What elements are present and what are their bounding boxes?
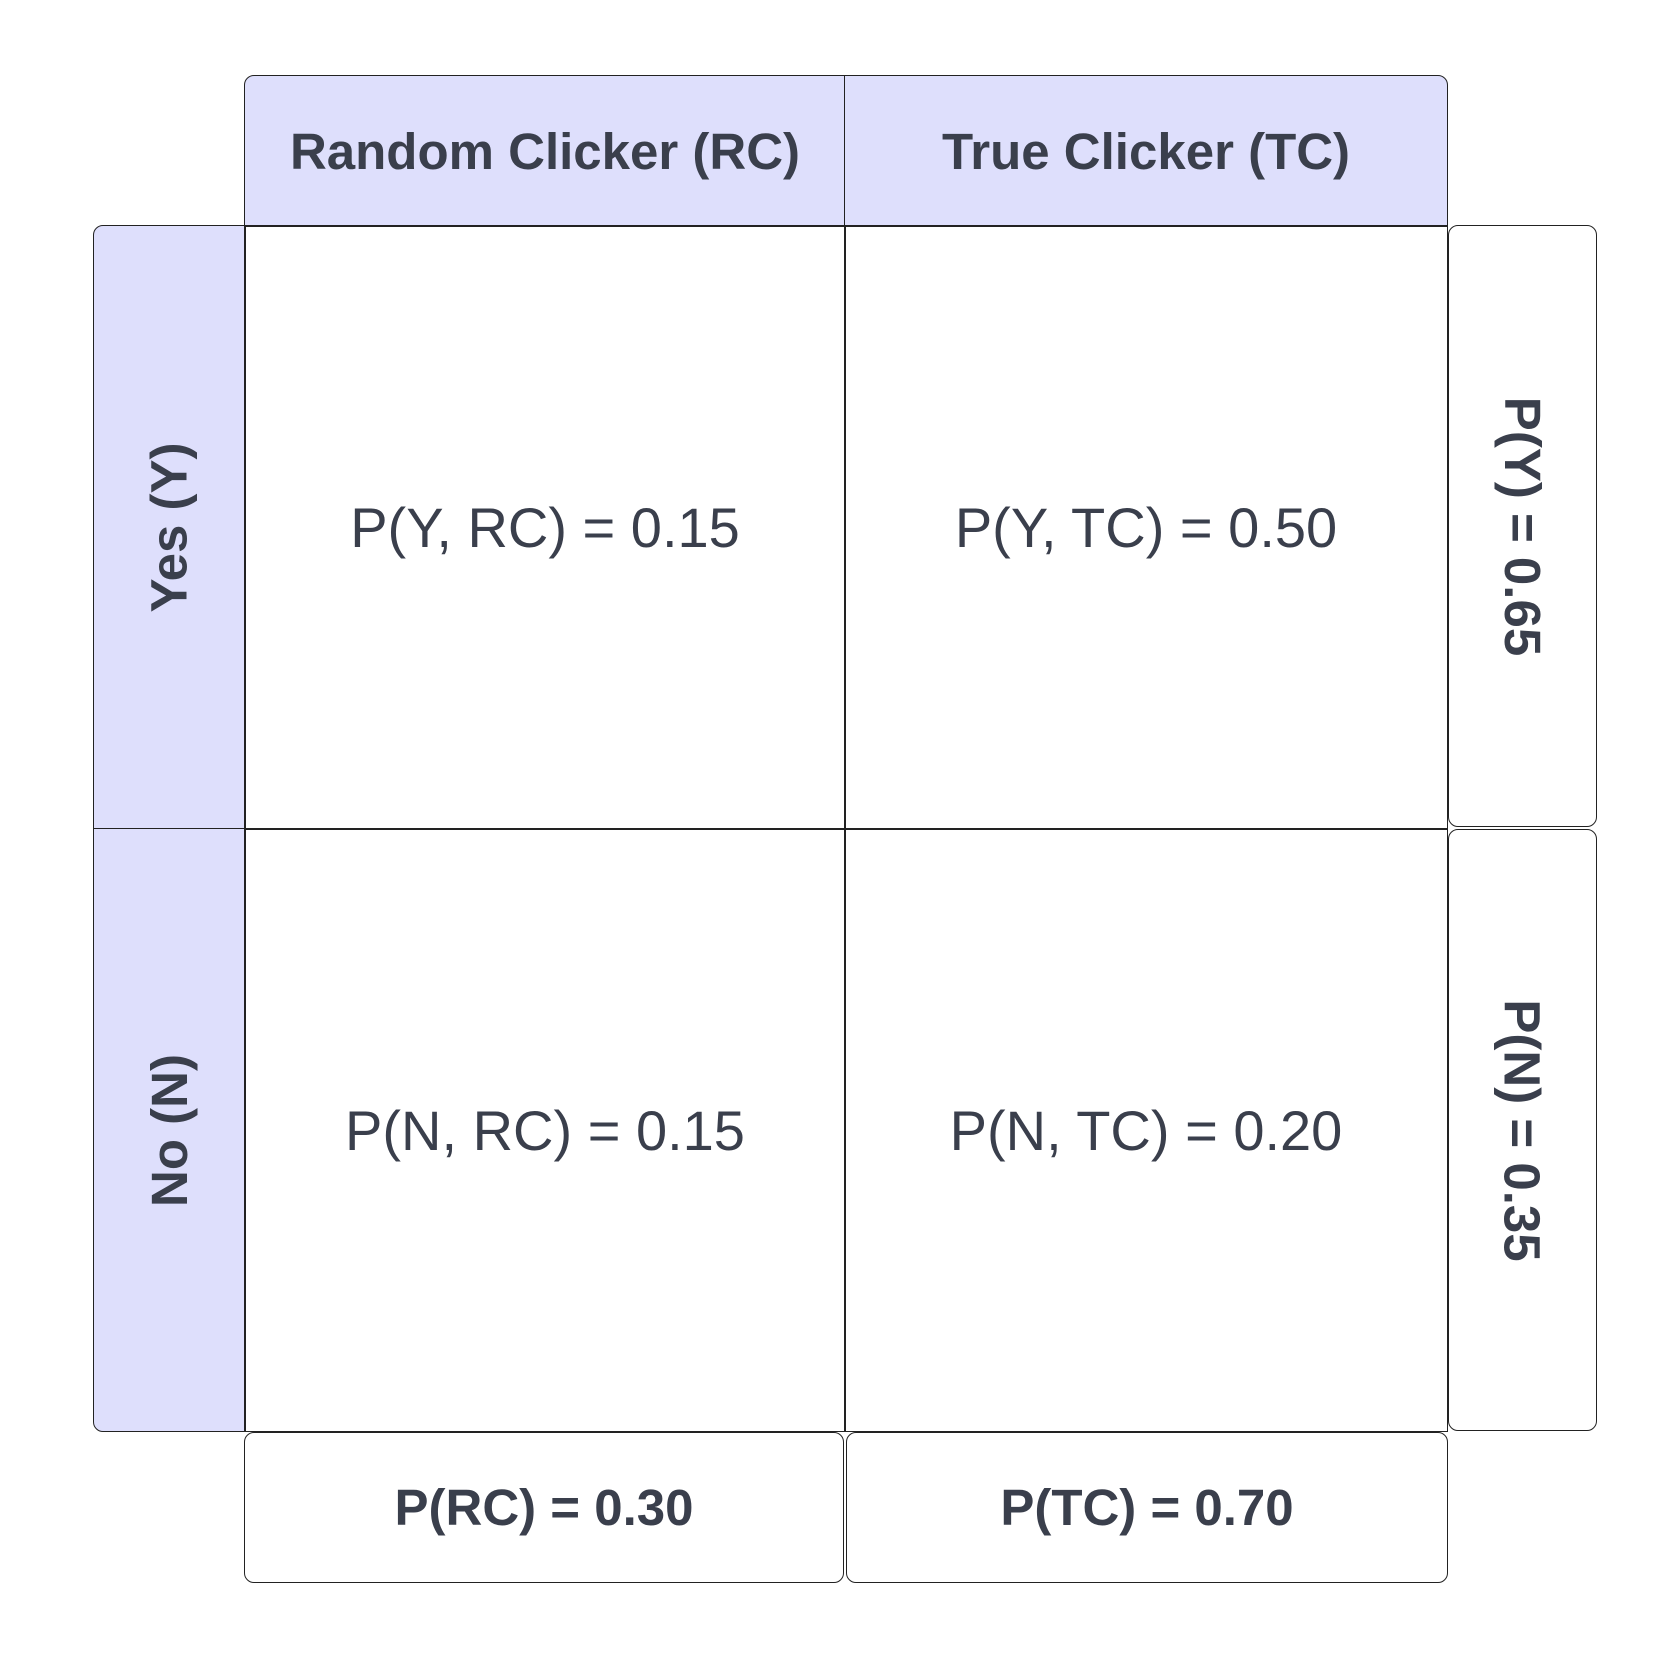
cell-value: P(N, TC) = 0.20	[949, 1098, 1343, 1162]
column-header-true-clicker: True Clicker (TC)	[844, 75, 1448, 227]
cell-yes-random-clicker: P(Y, RC) = 0.15	[244, 225, 846, 830]
cell-yes-true-clicker: P(Y, TC) = 0.50	[844, 225, 1448, 830]
column-header-label: Random Clicker (RC)	[289, 122, 801, 180]
row-header-yes: Yes (Y)	[93, 225, 246, 830]
column-marginal-random-clicker: P(RC) = 0.30	[244, 1432, 844, 1583]
row-header-no: No (N)	[93, 828, 246, 1432]
cell-no-true-clicker: P(N, TC) = 0.20	[844, 828, 1448, 1432]
row-marginal-yes: P(Y) = 0.65	[1448, 225, 1597, 827]
cell-value: P(Y, TC) = 0.50	[954, 496, 1338, 559]
row-marginal-label: P(Y) = 0.65	[1494, 396, 1552, 656]
column-header-random-clicker: Random Clicker (RC)	[244, 75, 846, 227]
row-header-label: No (N)	[141, 1053, 199, 1207]
column-marginal-label: P(TC) = 0.70	[1000, 1479, 1294, 1536]
cell-no-random-clicker: P(N, RC) = 0.15	[244, 828, 846, 1432]
row-marginal-label: P(N) = 0.35	[1494, 998, 1552, 1262]
column-marginal-label: P(RC) = 0.30	[394, 1479, 694, 1536]
cell-value: P(N, RC) = 0.15	[345, 1098, 745, 1162]
column-header-label: True Clicker (TC)	[941, 122, 1351, 180]
row-marginal-no: P(N) = 0.35	[1448, 829, 1597, 1431]
column-marginal-true-clicker: P(TC) = 0.70	[846, 1432, 1448, 1583]
cell-value: P(Y, RC) = 0.15	[350, 496, 740, 559]
row-header-label: Yes (Y)	[141, 442, 198, 613]
